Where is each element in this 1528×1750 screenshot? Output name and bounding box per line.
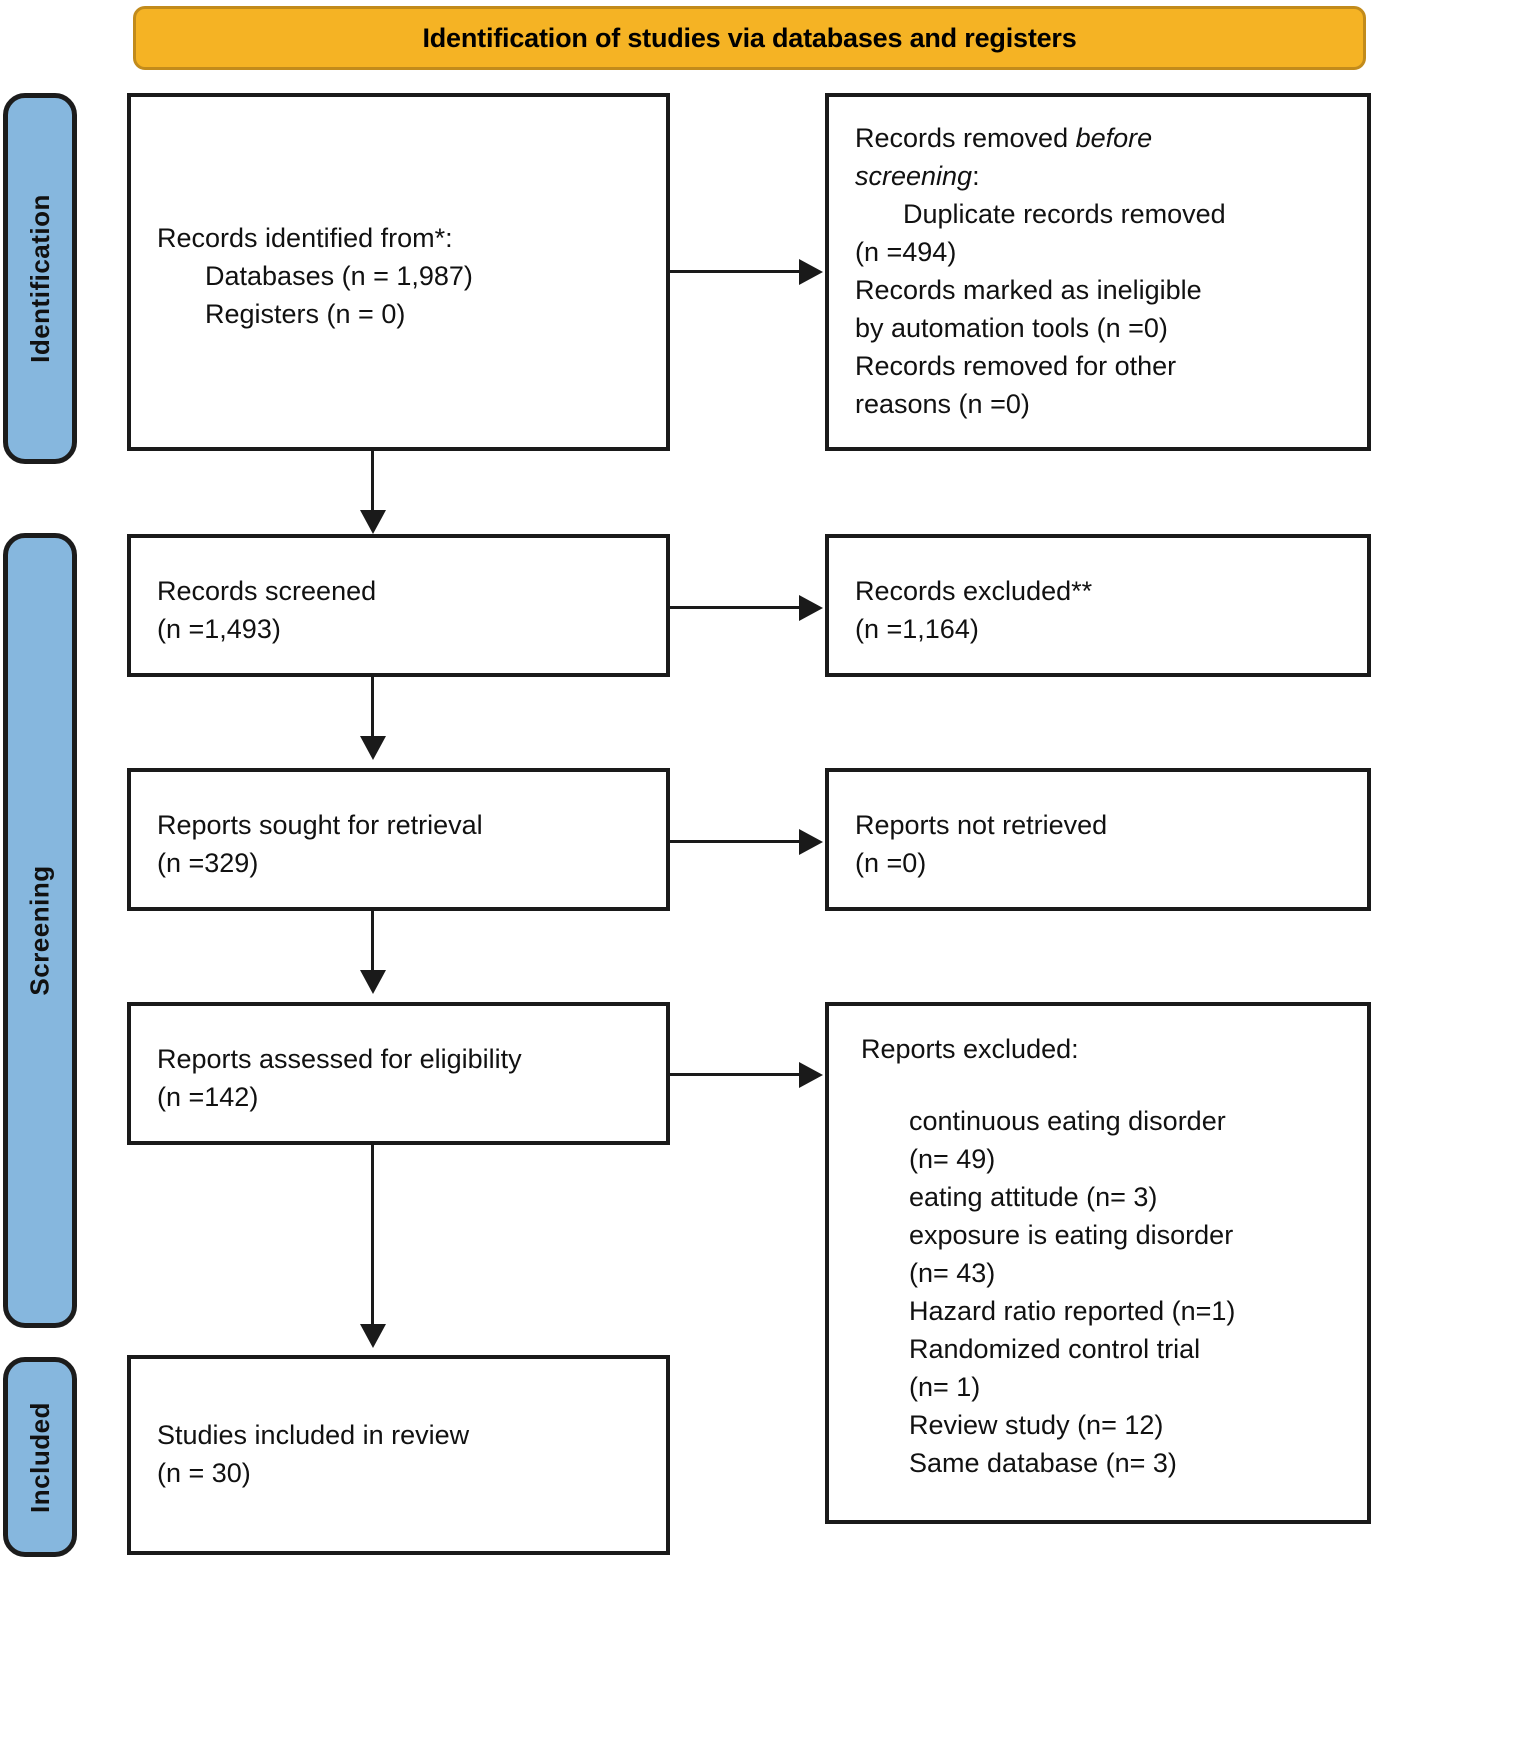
reports-excluded-reason: continuous eating disorder <box>909 1106 1226 1136</box>
records-removed-other: Records removed for other <box>855 351 1177 381</box>
phase-bar-screening: Screening <box>3 533 77 1328</box>
reports-excluded-reason: (n= 43) <box>909 1258 996 1288</box>
reports-excluded-reason: Review study (n= 12) <box>909 1410 1164 1440</box>
studies-included-label: Studies included in review <box>157 1420 470 1450</box>
box-reports-sought-for-retrieval: Reports sought for retrieval (n =329) <box>127 768 670 911</box>
reports-not-retrieved-count: (n =0) <box>855 848 927 878</box>
phase-label-screening: Screening <box>24 865 55 996</box>
connector-assessed-to-included <box>371 1145 374 1327</box>
connector-assessed-to-reports-excluded <box>670 1073 801 1076</box>
phase-bar-included: Included <box>3 1357 77 1557</box>
studies-included-count: (n = 30) <box>157 1458 251 1488</box>
reports-assessed-count: (n =142) <box>157 1082 259 1112</box>
reports-sought-label: Reports sought for retrieval <box>157 810 483 840</box>
arrowhead-right-icon <box>799 595 823 621</box>
records-identified-databases: Databases (n = 1,987) <box>205 261 473 291</box>
box-records-removed-before-screening: Records removed before screening: Duplic… <box>825 93 1371 451</box>
phase-label-included: Included <box>24 1401 55 1513</box>
box-reports-assessed-for-eligibility: Reports assessed for eligibility (n =142… <box>127 1002 670 1145</box>
phase-label-identification: Identification <box>24 194 55 363</box>
phase-bar-identification: Identification <box>3 93 77 464</box>
reports-excluded-reason: (n= 1) <box>909 1372 981 1402</box>
reports-excluded-title: Reports excluded: <box>861 1034 1079 1064</box>
box-reports-excluded: Reports excluded: continuous eating diso… <box>825 1002 1371 1524</box>
reports-sought-count: (n =329) <box>157 848 259 878</box>
box-records-excluded: Records excluded** (n =1,164) <box>825 534 1371 677</box>
connector-identified-to-screened <box>371 451 374 513</box>
reports-excluded-reason: Randomized control trial <box>909 1334 1201 1364</box>
records-removed-automation: by automation tools (n =0) <box>855 313 1168 343</box>
reports-excluded-reason: exposure is eating disorder <box>909 1220 1234 1250</box>
arrowhead-right-icon <box>799 1062 823 1088</box>
arrowhead-down-icon <box>360 1324 386 1348</box>
records-removed-heading-colon: : <box>972 161 980 191</box>
records-removed-heading-before: before <box>1075 123 1153 153</box>
box-reports-not-retrieved: Reports not retrieved (n =0) <box>825 768 1371 911</box>
arrowhead-right-icon <box>799 829 823 855</box>
records-identified-line-1: Records identified from*: <box>157 223 453 253</box>
records-screened-count: (n =1,493) <box>157 614 281 644</box>
arrowhead-down-icon <box>360 970 386 994</box>
diagram-header-banner: Identification of studies via databases … <box>133 6 1366 70</box>
connector-sought-to-not-retrieved <box>670 840 801 843</box>
records-removed-ineligible: Records marked as ineligible <box>855 275 1202 305</box>
records-removed-heading-line-2: screening: <box>855 157 1353 195</box>
reports-assessed-label: Reports assessed for eligibility <box>157 1044 522 1074</box>
reports-excluded-reason: Hazard ratio reported (n=1) <box>909 1296 1236 1326</box>
records-removed-heading-a: Records removed <box>855 123 1076 153</box>
reports-excluded-reason: eating attitude (n= 3) <box>909 1182 1158 1212</box>
records-removed-heading-screening: screening <box>855 161 973 191</box>
arrowhead-down-icon <box>360 736 386 760</box>
box-records-screened: Records screened (n =1,493) <box>127 534 670 677</box>
reports-excluded-reason: Same database (n= 3) <box>909 1448 1177 1478</box>
records-removed-other-n: reasons (n =0) <box>855 389 1030 419</box>
records-removed-duplicates: Duplicate records removed <box>903 199 1226 229</box>
connector-screened-to-excluded <box>670 606 801 609</box>
reports-excluded-reason: (n= 49) <box>909 1144 996 1174</box>
box-records-identified: Records identified from*: Databases (n =… <box>127 93 670 451</box>
records-identified-registers: Registers (n = 0) <box>205 299 406 329</box>
records-removed-heading-line-1: Records removed before <box>855 119 1353 157</box>
records-excluded-count: (n =1,164) <box>855 614 979 644</box>
box-studies-included-in-review: Studies included in review (n = 30) <box>127 1355 670 1555</box>
reports-not-retrieved-label: Reports not retrieved <box>855 810 1108 840</box>
records-removed-duplicates-n: (n =494) <box>855 237 957 267</box>
diagram-title: Identification of studies via databases … <box>422 22 1077 53</box>
records-screened-label: Records screened <box>157 576 377 606</box>
connector-screened-to-sought <box>371 677 374 739</box>
records-excluded-label: Records excluded** <box>855 576 1093 606</box>
connector-identified-to-removed <box>670 270 801 273</box>
arrowhead-down-icon <box>360 510 386 534</box>
arrowhead-right-icon <box>799 259 823 285</box>
connector-sought-to-assessed <box>371 911 374 973</box>
